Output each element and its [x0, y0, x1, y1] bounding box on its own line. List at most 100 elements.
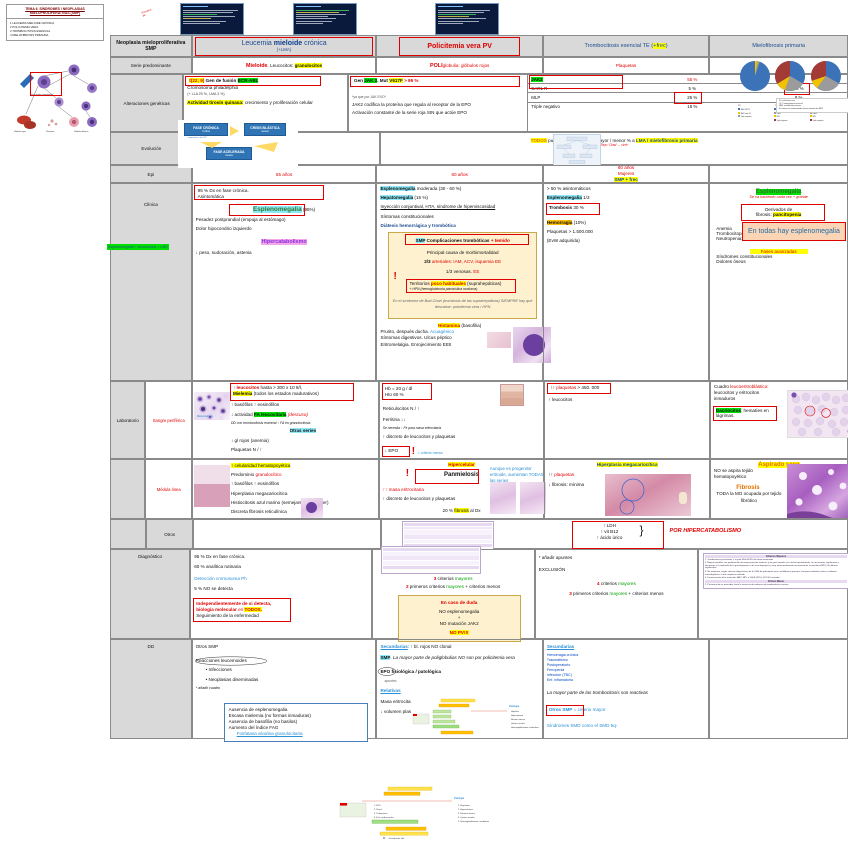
label-dd: DD [110, 639, 192, 739]
label-laboratorio-spacer2 [110, 519, 147, 549]
brace-icon: } [639, 523, 644, 537]
svg-text:Hemangioblastoma cerebeloso: Hemangioblastoma cerebeloso [511, 726, 539, 729]
header-row-label: Neoplasia mieloproliferativa SMP [110, 35, 192, 57]
highlight-box-panmielosis [414, 469, 479, 485]
stem-cell-highlight [30, 72, 62, 96]
table-row: MLP 25 % 8 % [528, 92, 847, 105]
label-epi: Epi [110, 165, 192, 183]
row-diagnostico: Diagnóstico 95 % Dx en fase crónica. 60 … [110, 546, 848, 643]
svg-text:1. Hepatoma: 1. Hepatoma [458, 804, 471, 807]
label-genetica: Alteraciones genéticas [110, 74, 184, 132]
label-medula-osea: Médula ósea [145, 459, 192, 519]
highlight-box-leucocitos-lmc [229, 383, 354, 401]
clinica-pv: Esplenomegalia moderada (30 - 60 %) Hepa… [376, 183, 552, 381]
evolution-flowchart-thumb [553, 134, 602, 166]
serie-lmc: Mieloide. Leucocitos: granulocitos [191, 57, 377, 74]
highlight-box-territorios [406, 278, 517, 293]
lab-sp-te: ↑↑ plaquetas > 450. 000 ↑ leucocitos [544, 381, 710, 459]
dd-te: Secundarias Hemorragia crónica Traumatis… [542, 639, 710, 739]
criteria-panel[interactable]: Criterios Mayores 1. Trombocitosis persi… [703, 553, 848, 590]
pie-footnotes: PV: policitemia vera TE: Trombocitopenia… [776, 98, 848, 113]
criteria-thumbnail-pv-2[interactable] [380, 546, 481, 574]
slide-thumbnail-3[interactable] [435, 3, 499, 35]
otros-note: POR HIPERCATABOLISMO [669, 528, 742, 534]
dd-lmc: Otros SMP Reacciones leucemoides • Infec… [191, 639, 377, 742]
row-epi: Epi 55 años 60 años 60 años Mujeres SMP … [110, 165, 848, 183]
highlight-box-pancitopenia [741, 203, 826, 221]
label-otros: Otros [146, 519, 194, 549]
lab-mo-pv: Hipercelular Panmielosis ! Aunque es pro… [378, 459, 546, 519]
thrombosis-callout-box: SMP Complicaciones trombóticas + temido … [388, 231, 537, 320]
topic-list: 1 LEUCEMIA MIELOIDE CRÓNICA 2 POLICITEMI… [10, 20, 55, 38]
diagnostico-lmc: 95 % Dx en fase crónica. 60 % analítica … [190, 549, 372, 639]
cell-label-wbc: Glóbulos blancos [74, 131, 89, 133]
pie-legend-pv: JAK2 V617F JAK2 exón 12 Triple negativo [738, 108, 771, 122]
svg-text:4. Quistes renales: 4. Quistes renales [458, 816, 475, 819]
diagnostico-mf: Criterios Mayores 1. Trombocitosis persi… [698, 549, 848, 639]
highlight-box-hb-hto [381, 383, 432, 400]
cell-label-platelets: Plaquetas [46, 131, 55, 133]
otros-values: ↑ LDH ↑ vit B12 ↑ ácido úrico [596, 523, 623, 541]
row-clinica: Clínica Esplenomegalia + leucocitosis = … [107, 183, 848, 381]
clinica-mf: Esplenomegalia Se va haciendo cada vez +… [709, 183, 848, 381]
highlight-box-trombosis-te [545, 203, 600, 216]
svg-text:1. EPO: 1. EPO [374, 805, 381, 807]
panmielosis-note: Aunque es progenitor eritroide, aumentan… [489, 466, 544, 483]
highlight-box-bcr-abl [185, 76, 322, 86]
slide-thumbnail-1[interactable] [180, 3, 244, 35]
clinica-sidenote: Esplenomegalia + leucocitosis = LMC [107, 244, 169, 250]
header-te[interactable]: Trombocitosis esencial TE (+frec) [542, 35, 710, 57]
svg-text:2. Hipernefroma: 2. Hipernefroma [458, 808, 474, 811]
svg-text:2. Renal: 2. Renal [374, 809, 382, 811]
topic-title: TEMA 6. SÍNDROMES / NEOPLASIAS MIELOPROL… [25, 7, 85, 16]
dd-lmc-bluebox: Ausencia de esplenomegalia Escasa mielem… [223, 702, 369, 742]
highlight-box-catabolismo [571, 521, 664, 549]
circle-annotation-epo [378, 667, 397, 677]
highlight-box-mlp-te [674, 92, 703, 105]
highlight-box-jak2-pv [350, 76, 520, 87]
label-clinica: Clínica Esplenomegalia + leucocitosis = … [107, 183, 192, 381]
header-mf[interactable]: Mielofibrosis primaria [709, 35, 848, 57]
epi-mf [709, 165, 848, 183]
epi-te: 60 años Mujeres SMP + frec [542, 165, 710, 183]
header-pv[interactable]: Policitemia vera PV [376, 35, 543, 57]
duda-callout: En caso de duda NO esplenomegalia + NO m… [397, 595, 521, 643]
lab-sp-pv: Hb = 20 g / dl Hto 60 % Reticulocitos N … [378, 381, 545, 459]
criteria-thumbnail-pv[interactable] [401, 521, 494, 550]
label-sangre-periferica: Sangre periférica [145, 381, 192, 459]
hematopoiesis-diagram: Célula madre pluripotencial Glóbulos roj… [4, 40, 106, 140]
epo-criterio-note: = criterio menor [417, 451, 443, 455]
highlight-box-biologia-molecular [193, 597, 292, 622]
smear-cells [194, 392, 230, 421]
serie-pv: POLIglobulia: glóbulos rojos [376, 57, 543, 74]
serie-te: Plaquetas [542, 57, 710, 74]
header-lmc[interactable]: Leucemia mieloide crónica (+LMA) [191, 35, 377, 57]
highlight-box-otros-smp [545, 704, 584, 716]
row-dd: DD Otros SMP Reacciones leucemoides • In… [110, 639, 848, 742]
mutation-pie-charts: PV TE MMM JAK2 V617F JAK2 exón 12 Triple… [738, 58, 843, 128]
label-laboratorio-spacer [110, 459, 146, 519]
genetica-pv: Gen JAK 2. Mut V617F > 95 % *ya que por … [349, 75, 529, 131]
highlight-box-jak2-cell [529, 75, 624, 89]
evolution-box-crisis-blastica: CRISIS BLÁSTICA meses [244, 123, 286, 136]
highlight-box-dacriocitos [712, 405, 777, 421]
marrow-histology-pv-1 [489, 482, 516, 514]
svg-text:3. Fibroma uterino: 3. Fibroma uterino [458, 812, 476, 815]
stem-cell-caption: Célula madre pluripotencial [30, 94, 53, 96]
row-laboratorio-otros: Otros ↑ LDH ↑ vit B12 ↑ ácido úrico } PO… [110, 519, 848, 550]
exclamation-icon-panmielosis: ! [405, 468, 410, 479]
smear-caption: Metamielocito [196, 415, 213, 418]
gi-histology-thumb [499, 384, 524, 406]
topic-note: TEMA 6. SÍNDROMES / NEOPLASIAS MIELOPROL… [6, 4, 104, 41]
highlight-box-epo [381, 446, 410, 458]
highlight-box-esplenomegalia-lmc [228, 204, 305, 216]
row-laboratorio-medula: Médula ósea ↑ celularidad hematopoyética… [110, 459, 848, 520]
cell-label-rbc: Glóbulos rojos [14, 131, 27, 133]
marrow-histology-te [605, 474, 692, 516]
basophil-cell-nucleus [523, 334, 546, 356]
slide-thumbnail-2[interactable] [293, 3, 357, 35]
lab-otros-all: ↑ LDH ↑ vit B12 ↑ ácido úrico } POR HIPE… [380, 519, 848, 550]
